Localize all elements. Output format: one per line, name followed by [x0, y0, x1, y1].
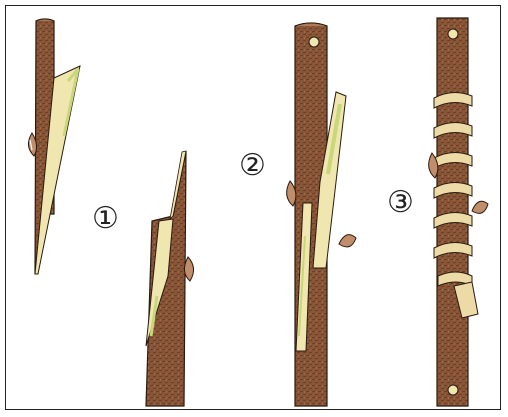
bud-icon — [472, 201, 488, 213]
bud-icon — [184, 257, 193, 281]
joined-graft-figure-2 — [295, 23, 346, 406]
figure-frame: ① ② ③ — [5, 5, 501, 410]
bud-icon — [339, 235, 356, 247]
step-2-label: ② — [239, 151, 266, 181]
scion-figure-1 — [35, 19, 80, 274]
step-3-label: ③ — [387, 188, 414, 218]
grafting-illustration — [6, 6, 502, 411]
step-1-label: ① — [92, 204, 119, 234]
rootstock-figure-1 — [146, 151, 186, 406]
wrapped-graft-figure-3 — [437, 18, 468, 406]
